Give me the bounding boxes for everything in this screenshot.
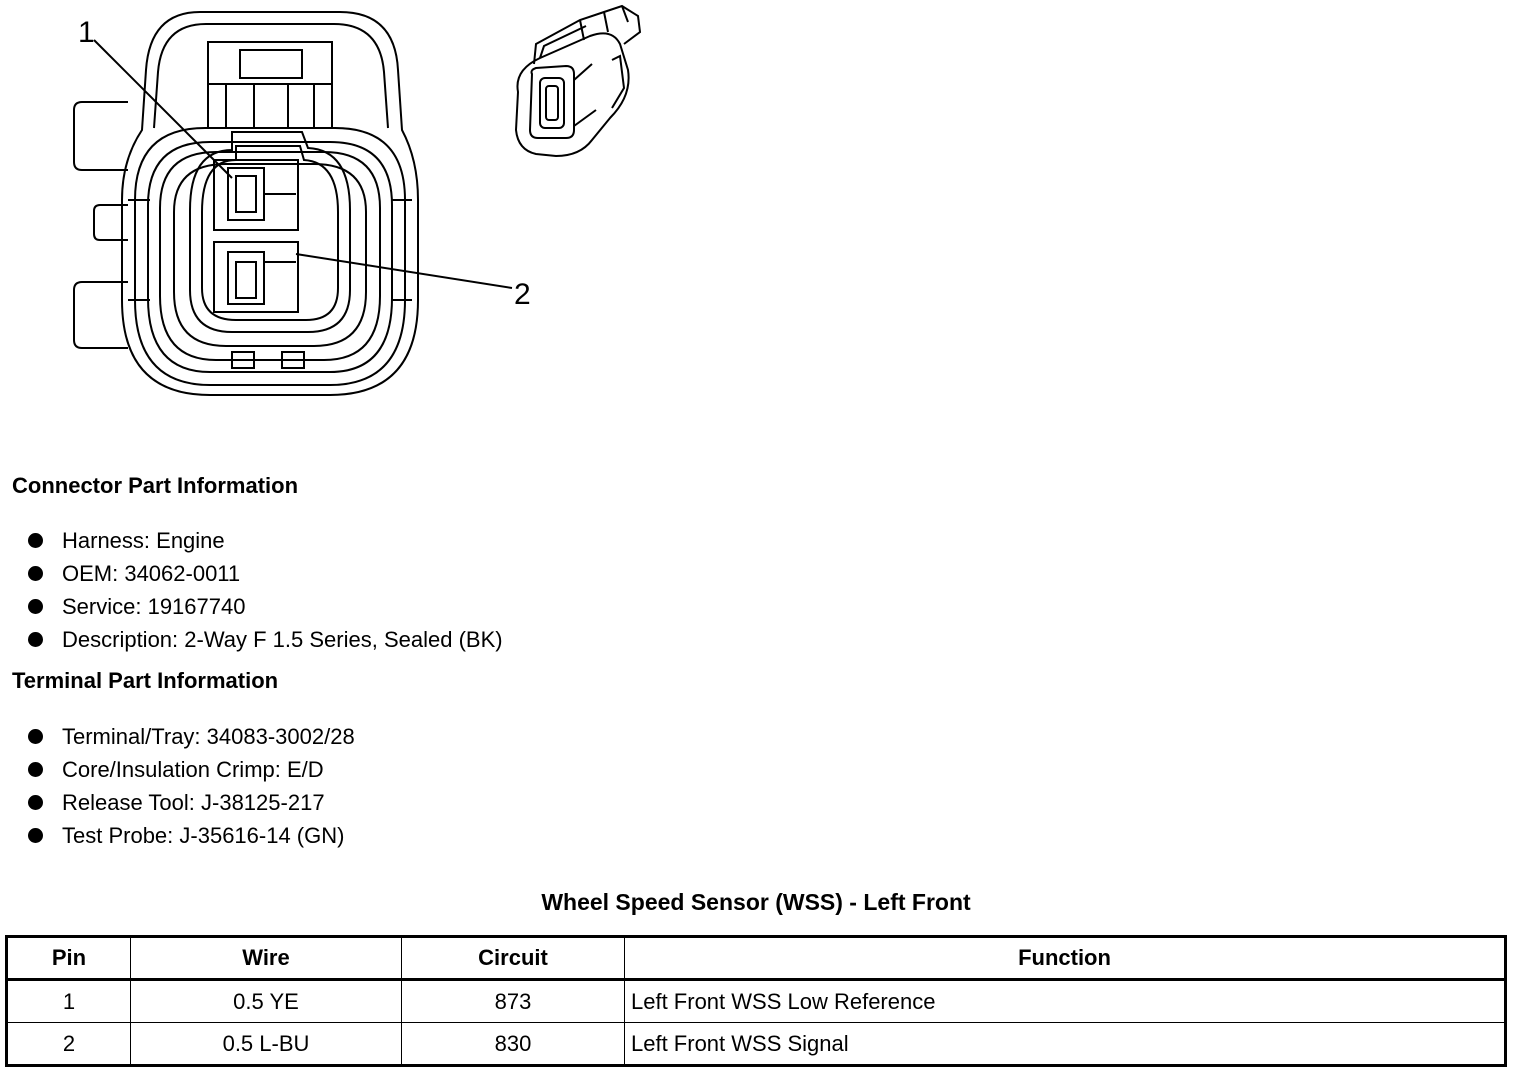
wire-cell: 0.5 L-BU [130,1022,402,1066]
list-item-text: OEM: 34062-0011 [62,561,241,586]
list-item-text: Description: 2-Way F 1.5 Series, Sealed … [62,627,503,652]
function-cell: Left Front WSS Signal [624,1022,1506,1066]
bullet-icon [28,795,43,810]
column-header-circuit: Circuit [401,936,625,981]
pin-cell: 1 [6,979,131,1023]
bullet-icon [28,729,43,744]
wire-cell: 0.5 YE [130,979,402,1023]
column-header-pin: Pin [6,936,131,981]
list-item: Harness: Engine [28,524,503,557]
list-item: Release Tool: J-38125-217 [28,786,355,819]
list-item-text: Test Probe: J-35616-14 (GN) [62,823,345,848]
bullet-icon [28,566,43,581]
bullet-icon [28,533,43,548]
connector-part-info-heading: Connector Part Information [12,473,299,498]
terminal-part-info-list: Terminal/Tray: 34083-3002/28 Core/Insula… [28,720,355,852]
table-header-row: Pin Wire Circuit Function [6,936,1506,981]
connector-part-info-list: Harness: Engine OEM: 34062-0011 Service:… [28,524,503,656]
list-item-text: Service: 19167740 [62,594,246,619]
pin-cell: 2 [6,1022,131,1066]
circuit-cell: 830 [401,1022,625,1066]
list-item-text: Release Tool: J-38125-217 [62,790,325,815]
bullet-icon [28,828,43,843]
circuit-cell: 873 [401,979,625,1023]
list-item: Terminal/Tray: 34083-3002/28 [28,720,355,753]
bullet-icon [28,632,43,647]
pin-table-title: Wheel Speed Sensor (WSS) - Left Front [541,889,971,915]
column-header-function: Function [624,936,1506,981]
function-cell: Left Front WSS Low Reference [624,979,1506,1023]
pin-out-table: Pin Wire Circuit Function 1 0.5 YE 873 L… [5,935,1507,1067]
table-row: 2 0.5 L-BU 830 Left Front WSS Signal [6,1022,1506,1066]
list-item-text: Harness: Engine [62,528,225,553]
list-item: OEM: 34062-0011 [28,557,503,590]
column-header-wire: Wire [130,936,402,981]
table-row: 1 0.5 YE 873 Left Front WSS Low Referenc… [6,979,1506,1023]
list-item: Core/Insulation Crimp: E/D [28,753,355,786]
terminal-part-info-heading: Terminal Part Information [12,668,279,693]
list-item-text: Terminal/Tray: 34083-3002/28 [62,724,355,749]
pin-1-callout: 1 [78,16,95,49]
bullet-icon [28,762,43,777]
connector-perspective-drawing [514,4,642,158]
list-item: Service: 19167740 [28,590,503,623]
list-item: Test Probe: J-35616-14 (GN) [28,819,355,852]
list-item: Description: 2-Way F 1.5 Series, Sealed … [28,623,503,656]
list-item-text: Core/Insulation Crimp: E/D [62,757,324,782]
pin-2-callout: 2 [514,278,531,311]
connector-face-diagram: 1 2 [73,11,531,396]
bullet-icon [28,599,43,614]
